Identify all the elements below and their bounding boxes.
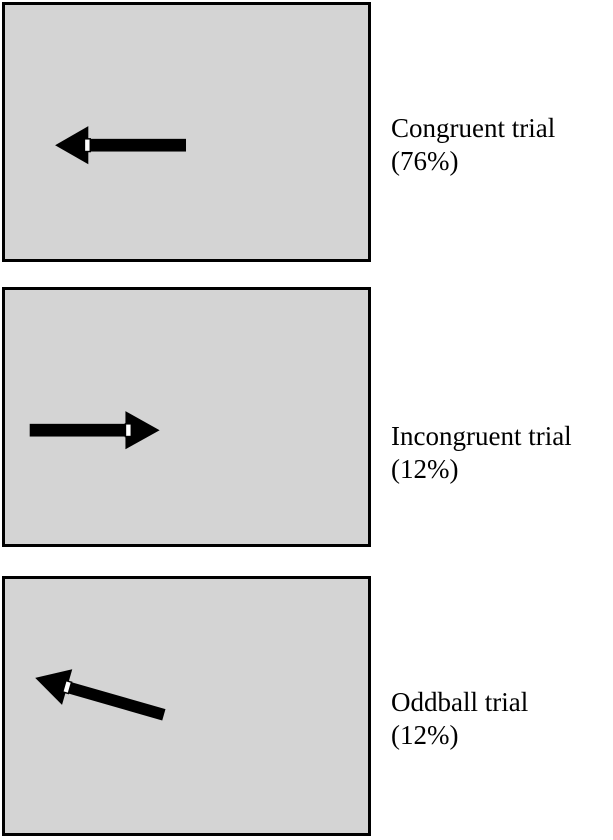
trial-name: Congruent trial — [391, 113, 556, 143]
incongruent-trial-panel — [2, 287, 371, 547]
congruent-trial-panel — [2, 2, 371, 262]
trial-percent: (76%) — [391, 146, 459, 176]
incongruent-trial-label: Incongruent trial (12%) — [391, 420, 572, 486]
trial-percent: (12%) — [391, 720, 459, 750]
oddball-trial-panel — [2, 576, 371, 836]
congruent-trial-label: Congruent trial (76%) — [391, 112, 555, 178]
trial-name: Oddball trial — [391, 687, 529, 717]
arrow-up-left-icon — [35, 669, 166, 721]
arrow-right-icon — [29, 411, 160, 450]
trial-percent: (12%) — [391, 454, 459, 484]
trial-name: Incongruent trial — [391, 421, 572, 451]
oddball-trial-label: Oddball trial (12%) — [391, 686, 528, 752]
arrow-left-icon — [55, 126, 187, 165]
